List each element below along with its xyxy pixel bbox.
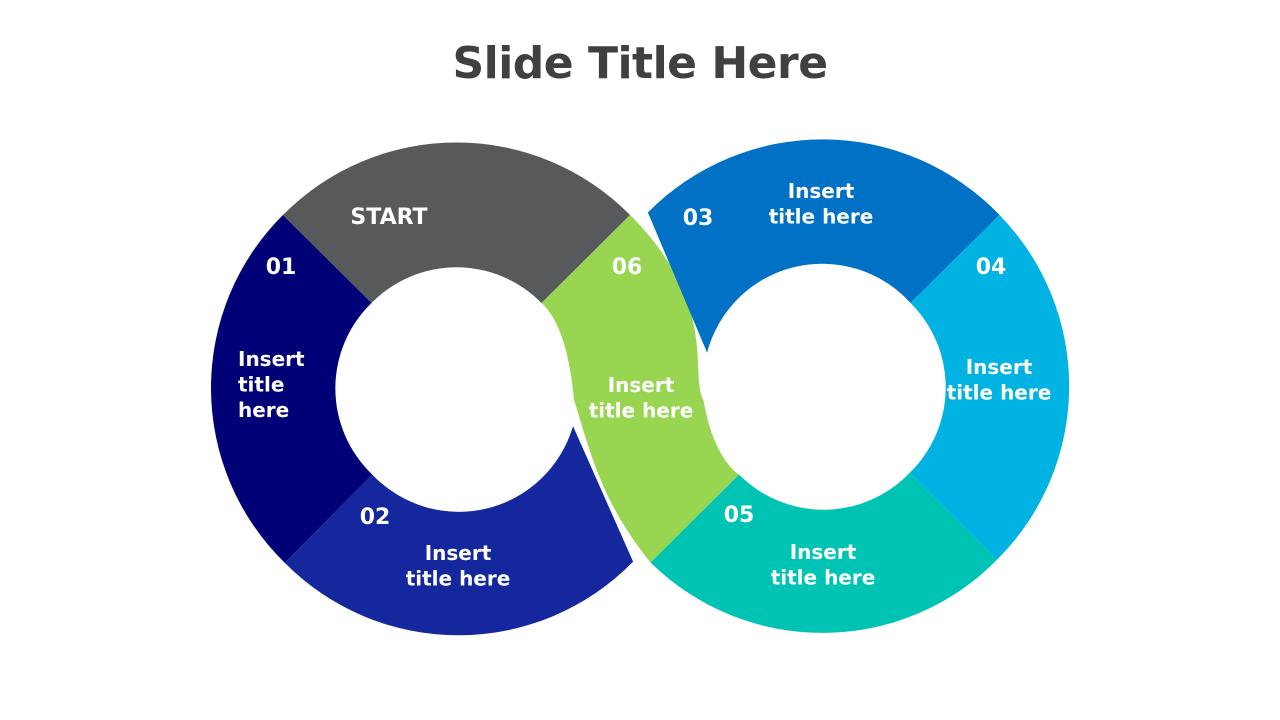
segment-02 (284, 426, 634, 636)
segment-start (282, 142, 631, 303)
step-title-line: title here (769, 205, 874, 229)
step-number-03: 03 (683, 206, 714, 231)
step-number-06: 06 (612, 255, 643, 280)
slide-title: Slide Title Here (452, 38, 828, 89)
step-number-04: 04 (976, 255, 1007, 280)
step-number-02: 02 (360, 505, 391, 530)
diagram-segments (211, 139, 1070, 636)
start-label: START (350, 205, 427, 230)
step-title-line: Insert (788, 179, 855, 203)
step-title-line: title here (589, 399, 694, 423)
step-title-line: Insert (608, 373, 675, 397)
step-number-01: 01 (266, 255, 297, 280)
step-title-line: title here (771, 566, 876, 590)
step-title-line: here (238, 398, 289, 422)
segment-05 (650, 473, 997, 633)
step-number-05: 05 (724, 503, 755, 528)
step-title-line: Insert (425, 541, 492, 565)
segment-01 (211, 215, 373, 563)
segment-03 (647, 139, 1000, 353)
step-title-line: title here (406, 567, 511, 591)
step-title-line: title here (947, 381, 1052, 405)
step-title-line: Insert (238, 347, 305, 371)
step-title-line: Insert (966, 355, 1033, 379)
segment-06 (541, 215, 739, 563)
step-title-line: title (238, 373, 284, 397)
segment-04 (909, 215, 1070, 560)
step-title-line: Insert (790, 540, 857, 564)
